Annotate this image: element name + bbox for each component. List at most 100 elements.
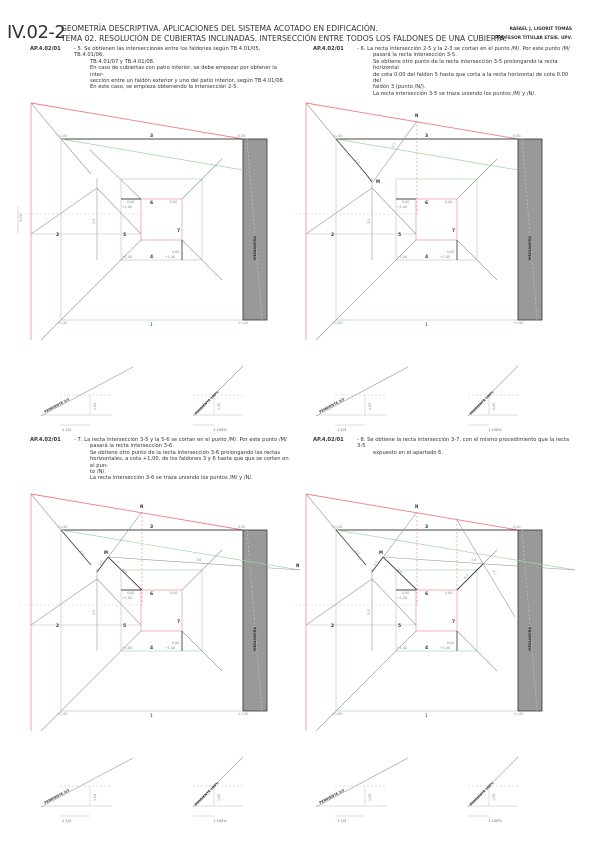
label: +1,00 bbox=[165, 255, 175, 259]
line-3-7 bbox=[456, 519, 516, 618]
label: 0,00 bbox=[172, 641, 179, 645]
step-line: sección entre un faldón exterior y uno d… bbox=[90, 78, 285, 85]
label: 1 bbox=[425, 322, 428, 328]
medianera-wall bbox=[242, 529, 268, 712]
label: 2-5 bbox=[367, 219, 371, 224]
step-ref: AP.4.02/01 bbox=[313, 46, 344, 52]
label: 1 100% bbox=[488, 819, 502, 823]
label: 0,00 bbox=[170, 591, 177, 595]
label: +1,00 bbox=[513, 712, 523, 716]
line bbox=[305, 187, 373, 235]
step-ref: AP.4.02/01 bbox=[30, 46, 61, 52]
label: 7 bbox=[452, 619, 455, 625]
step-5-text: AP.4.02/01- 5. Se obtienen las intersecc… bbox=[30, 46, 290, 91]
line bbox=[96, 187, 142, 235]
line bbox=[305, 578, 373, 626]
label: 1 bbox=[150, 322, 153, 328]
patio bbox=[140, 589, 183, 632]
label: 0,00 bbox=[402, 591, 409, 595]
step-line: de cota 0.00 del faldón 5 hasta que cort… bbox=[373, 71, 569, 85]
step-ref: AP.4.02/01 bbox=[30, 437, 61, 443]
label: 4 bbox=[425, 254, 428, 260]
label: +1,00 bbox=[57, 525, 67, 529]
label: +1,00 bbox=[397, 596, 407, 600]
line bbox=[315, 239, 417, 341]
label: PENDIENTE 100% bbox=[194, 390, 220, 416]
label: 1 2/3 bbox=[62, 819, 71, 823]
label: 0,00 bbox=[402, 200, 409, 204]
step-7-text: AP.4.02/01- 7. La recta intersección 3-5… bbox=[30, 437, 290, 482]
label: 0,00 bbox=[445, 200, 452, 204]
label: N bbox=[415, 113, 418, 118]
label: 1,00 bbox=[93, 794, 97, 801]
line bbox=[335, 529, 367, 566]
label: 0,00 bbox=[238, 134, 246, 138]
label: PENDIENTE 100% bbox=[469, 781, 495, 807]
label: 2 bbox=[56, 232, 59, 238]
label: MEDIANERA bbox=[528, 627, 532, 651]
line bbox=[89, 149, 142, 200]
label: 0,00 bbox=[127, 200, 134, 204]
line bbox=[371, 578, 417, 626]
label: 5-6 bbox=[121, 568, 128, 575]
line bbox=[382, 556, 418, 591]
red-line bbox=[305, 102, 519, 140]
label: 1,00 bbox=[217, 403, 221, 410]
label: 1,00 bbox=[492, 403, 496, 410]
line bbox=[456, 239, 498, 281]
label: 1,00 bbox=[93, 403, 97, 410]
line bbox=[305, 493, 337, 531]
label: 1 100% bbox=[213, 819, 227, 823]
step-line: expuesto en el apartado 6. bbox=[373, 449, 443, 456]
line bbox=[371, 187, 417, 235]
step-line: La recta intersección 3-5 se traza unien… bbox=[373, 90, 536, 97]
label: 2 bbox=[331, 232, 334, 238]
label: 2-3 bbox=[354, 549, 360, 556]
label: 1 2/3 bbox=[337, 819, 346, 823]
step-8-text: AP.4.02/01- 8. Se obtiene la recta inter… bbox=[313, 437, 573, 456]
title-line-1: GEOMETRÍA DESCRIPTIVA. APLICACIONES DEL … bbox=[61, 24, 378, 33]
step-line: pasará la recta intersección 3-5. bbox=[373, 52, 457, 59]
label: MEDIANERA bbox=[253, 627, 257, 651]
line bbox=[96, 556, 109, 573]
label: +1,00 bbox=[332, 134, 342, 138]
label: 2-5 bbox=[367, 610, 371, 615]
label: 0,00 bbox=[170, 200, 177, 204]
label: +1,00 bbox=[122, 205, 132, 209]
label: 0,00 bbox=[238, 525, 246, 529]
label: 6 bbox=[150, 200, 153, 206]
step-line: to /N/. bbox=[90, 469, 106, 476]
step-6-text: AP.4.02/01- 6. La recta intersección 2-5… bbox=[313, 46, 573, 97]
label: 0,00 bbox=[127, 591, 134, 595]
label: 3 bbox=[425, 133, 428, 139]
line-3-6 bbox=[107, 556, 301, 571]
label: PENDIENTE 100% bbox=[194, 781, 220, 807]
label: N bbox=[140, 504, 143, 509]
green-line bbox=[335, 138, 519, 171]
line bbox=[365, 173, 373, 183]
step-line: Se obtiene otro punto de la recta inters… bbox=[90, 449, 281, 456]
line bbox=[30, 578, 98, 626]
line bbox=[60, 138, 92, 175]
line bbox=[335, 138, 367, 175]
label: 7 bbox=[177, 228, 180, 234]
label: +1,00 bbox=[332, 525, 342, 529]
label: M bbox=[379, 550, 383, 555]
step-line: En caso de cubiertas con patio interior,… bbox=[90, 65, 277, 78]
label: 6 bbox=[425, 200, 428, 206]
line bbox=[107, 556, 143, 591]
label: 1 2/3 bbox=[337, 428, 346, 432]
red-line bbox=[30, 493, 244, 531]
label: 0,00 bbox=[513, 525, 521, 529]
label: 3 bbox=[150, 133, 153, 139]
label: 3-5 bbox=[391, 142, 397, 149]
label: 5 bbox=[398, 232, 401, 238]
patio-outline bbox=[395, 569, 478, 652]
label: 4 bbox=[425, 645, 428, 651]
label: +1,00 bbox=[57, 134, 67, 138]
green-line bbox=[335, 529, 576, 571]
